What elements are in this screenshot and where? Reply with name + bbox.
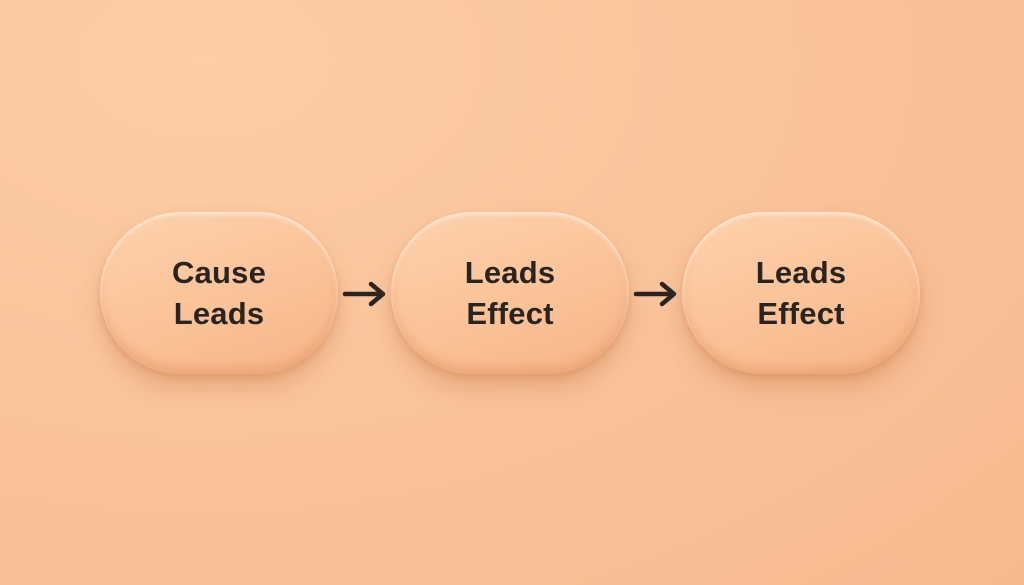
node-cause-leads: Cause Leads: [100, 212, 338, 374]
node-leads-effect: Leads Effect: [391, 212, 629, 374]
node-label-line-1: Cause: [171, 255, 267, 290]
node-leads-effect-final: Leads Effect: [682, 212, 920, 374]
node-label-line-1: Leads: [464, 255, 556, 290]
node-label-line-1: Leads: [755, 255, 847, 290]
arrow-right-icon: [342, 281, 386, 307]
node-label-line-2: Effect: [466, 296, 554, 331]
arrow-right-icon: [633, 281, 677, 307]
node-label-line-2: Leads: [173, 296, 265, 331]
node-label-line-2: Effect: [757, 296, 845, 331]
